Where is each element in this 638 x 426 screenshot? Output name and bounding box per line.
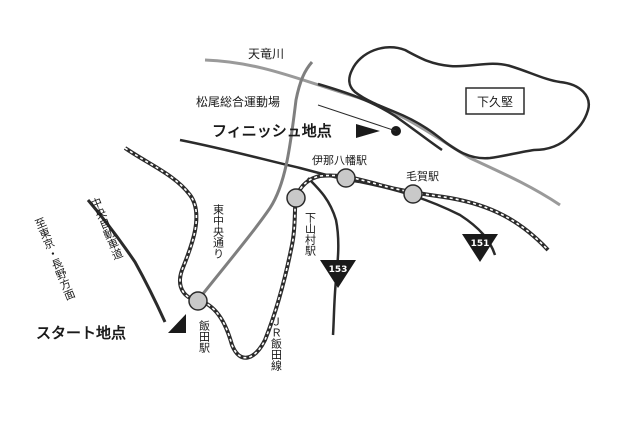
ina-yawata-station-marker xyxy=(336,168,356,188)
label-higashi-chuo-dori: 東中央通り xyxy=(212,204,225,259)
jr-iida-railway xyxy=(123,146,550,360)
higashi-chuo-dori-road xyxy=(196,61,314,301)
label-ina-yawata: 伊那八幡駅 xyxy=(312,153,367,167)
label-jr-iida-line: ＪＲ飯田線 xyxy=(270,316,283,371)
route-153-label: 153 xyxy=(329,265,348,275)
route-151-shield: 151 xyxy=(462,234,498,262)
label-kega: 毛賀駅 xyxy=(406,170,439,183)
label-tokyo-nagano: 至東京・長野方面 xyxy=(32,216,77,302)
tenryu-river xyxy=(204,58,561,207)
label-matsuo-ground: 松尾総合運動場 xyxy=(196,94,280,109)
iida-station-marker xyxy=(188,291,208,311)
label-shimohisakata: 下久堅 xyxy=(477,95,513,109)
shimoyamamura-station-marker xyxy=(286,188,306,208)
finish-approach-road xyxy=(317,82,443,152)
shimohisakata-box xyxy=(465,87,525,115)
label-iida-station: 飯田駅 xyxy=(198,319,211,354)
start-flag-marker xyxy=(168,314,186,333)
chuo-expressway xyxy=(86,199,167,323)
label-start: スタート地点 xyxy=(36,324,126,342)
shimohisakata-area xyxy=(348,45,591,160)
route-153-shield: 153 xyxy=(320,260,356,288)
label-finish: フィニッシュ地点 xyxy=(212,122,332,140)
kega-station-marker xyxy=(403,184,423,204)
label-tenryu-river: 天竜川 xyxy=(248,47,284,61)
matsuo-leader-line xyxy=(317,104,397,132)
finish-flag-marker xyxy=(356,124,380,138)
route-151-label: 151 xyxy=(471,239,490,249)
road-153 xyxy=(307,177,340,336)
label-shimoyamamura: 下山村駅 xyxy=(304,212,317,257)
label-chuo-expressway: 中央自動車道 xyxy=(88,195,125,261)
